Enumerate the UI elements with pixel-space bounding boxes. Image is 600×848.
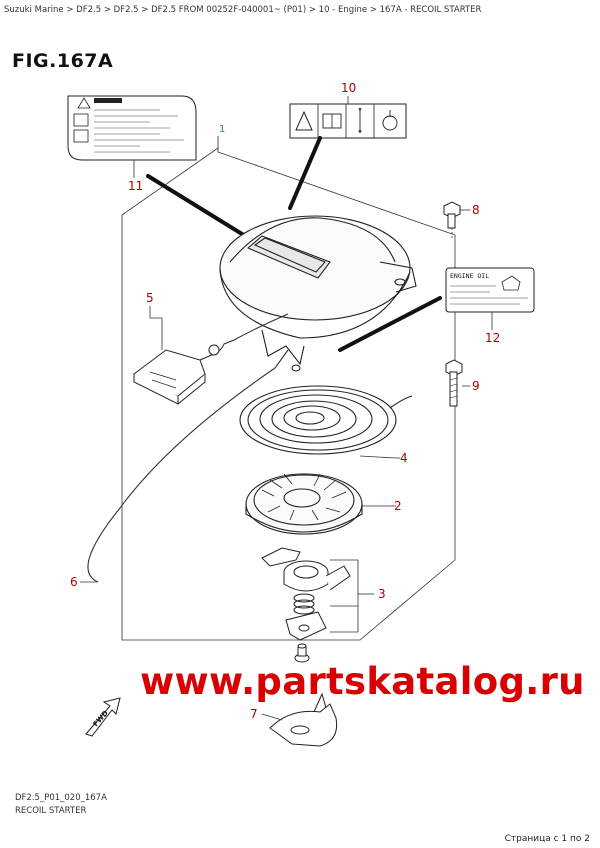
pointer-lines [146, 136, 442, 352]
callout-7[interactable]: 7 [250, 707, 258, 721]
callout-3[interactable]: 3 [378, 587, 386, 601]
pagination: Страница с 1 по 2 [504, 834, 590, 844]
callout-6[interactable]: 6 [70, 575, 78, 589]
starter-rope-part-6[interactable] [80, 313, 289, 583]
callout-12[interactable]: 12 [485, 331, 500, 345]
figure-code: DF2.5_P01_020_167A [15, 793, 107, 803]
figure-title: FIG.167A [12, 50, 114, 72]
ratchet-screw [294, 643, 310, 663]
guide-plate-part-7[interactable] [261, 692, 338, 747]
ratchet-set-part-3[interactable] [261, 547, 374, 641]
callout-4[interactable]: 4 [400, 451, 408, 465]
callout-11[interactable]: 11 [128, 179, 143, 193]
figure-subtitle: RECOIL STARTER [15, 806, 87, 816]
starter-handle-part-5[interactable] [133, 306, 235, 405]
reel-part-2[interactable] [245, 473, 396, 535]
forward-direction-arrow: FWD [85, 697, 121, 737]
bolt-part-9[interactable] [445, 359, 470, 407]
engine-oil-label-part-12[interactable]: ENGINE OIL [445, 267, 535, 330]
starter-cover-part-1[interactable] [219, 215, 417, 372]
engine-oil-label-text: ENGINE OIL [450, 272, 489, 280]
breadcrumb[interactable]: Suzuki Marine > DF2.5 > DF2.5 > DF2.5 FR… [4, 5, 482, 15]
callout-10[interactable]: 10 [341, 81, 356, 95]
spiral-spring-part-4[interactable] [239, 385, 413, 459]
warning-label-part-11[interactable] [67, 95, 197, 178]
callout-2[interactable]: 2 [394, 499, 402, 513]
callout-8[interactable]: 8 [472, 203, 480, 217]
bolt-part-8[interactable] [443, 201, 470, 238]
callout-9[interactable]: 9 [472, 379, 480, 393]
pictogram-label-part-10[interactable] [289, 96, 407, 139]
watermark: www.partskatalog.ru [140, 660, 585, 703]
callout-1[interactable]: 1 [219, 124, 225, 135]
callout-5[interactable]: 5 [146, 291, 154, 305]
